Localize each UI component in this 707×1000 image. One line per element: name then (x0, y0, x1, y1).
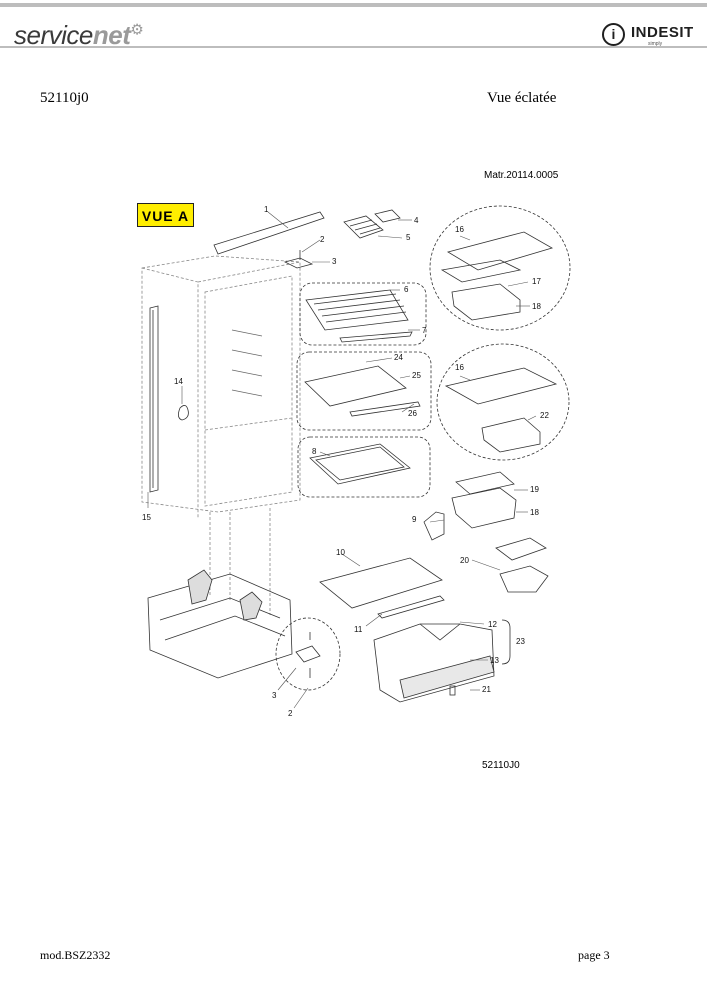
crisper-detail-circle-upper (429, 205, 571, 331)
callout-6: 6 (404, 285, 409, 294)
butter-dish-part (495, 537, 549, 593)
upper-hinge-part (283, 250, 314, 269)
wire-shelf-group (299, 282, 427, 346)
cabinet-shelf-rails (231, 329, 263, 397)
lower-hinge-circle (275, 617, 341, 691)
serial-reference: Matr.20114.0005 (484, 170, 559, 181)
glass-shelf-group-b (297, 436, 431, 498)
callout-4: 4 (414, 216, 419, 225)
callout-18b: 18 (530, 508, 539, 517)
cabinet-outline (141, 255, 301, 615)
callout-leaders (147, 211, 537, 709)
crisper-drawer-part (451, 471, 517, 529)
callout-10: 10 (336, 548, 345, 557)
callout-2b: 2 (288, 709, 293, 718)
callout-3: 3 (332, 257, 337, 266)
servicenet-logo-accent: net (92, 20, 131, 50)
callout-5: 5 (406, 233, 411, 242)
small-clip-21 (449, 685, 456, 696)
callout-24: 24 (394, 353, 403, 362)
indesit-logo-icon: i (602, 23, 625, 46)
header-rule-top (0, 3, 707, 7)
large-glass-shelf (319, 557, 445, 619)
callout-1: 1 (264, 205, 269, 214)
model-number: mod.BSZ2332 (40, 948, 111, 962)
callout-15: 15 (142, 513, 151, 522)
callout-7: 7 (422, 326, 427, 335)
header-rule-bottom (0, 46, 707, 48)
thermostat-knob (178, 405, 189, 421)
callout-23: 23 (516, 637, 525, 646)
callout-16b: 16 (455, 363, 464, 372)
callout-16a: 16 (455, 225, 464, 234)
callout-22: 22 (540, 411, 549, 420)
top-trim-part (213, 211, 325, 255)
vegetable-bin-part (373, 623, 495, 703)
indesit-logo-word: INDESIT (631, 24, 694, 41)
callout-18a: 18 (532, 302, 541, 311)
callout-13: 13 (490, 656, 499, 665)
small-clip-part (374, 209, 401, 223)
callout-25: 25 (412, 371, 421, 380)
servicenet-logo-main: service (14, 20, 93, 50)
drawing-reference: 52110J0 (482, 760, 520, 771)
view-label-badge: VUE A (137, 203, 194, 227)
callout-19: 19 (530, 485, 539, 494)
glass-shelf-group-a (296, 351, 432, 431)
bin-bracket-23 (501, 619, 511, 665)
callout-20: 20 (460, 556, 469, 565)
callout-numbers: 1 2 3 4 5 6 7 24 25 26 8 16 17 18 16 22 … (142, 205, 549, 718)
callout-3b: 3 (272, 691, 277, 700)
callout-11: 11 (354, 625, 363, 634)
shelf-flap-part (423, 511, 445, 541)
callout-12: 12 (488, 620, 497, 629)
callout-21: 21 (482, 685, 491, 694)
callout-26: 26 (408, 409, 417, 418)
callout-9: 9 (412, 515, 417, 524)
callout-2: 2 (320, 235, 325, 244)
egg-tray-part (343, 215, 384, 239)
page-number: page 3 (578, 948, 610, 962)
callout-17: 17 (532, 277, 541, 286)
servicenet-logo: servicenet⚙ (14, 20, 144, 51)
crisper-detail-circle-lower (436, 343, 570, 461)
callout-14: 14 (174, 377, 183, 386)
freezer-basket (147, 569, 293, 679)
callout-8: 8 (312, 447, 317, 456)
indesit-logo-tagline: simply (648, 41, 663, 47)
door-gasket (149, 305, 159, 493)
document-code: 52110j0 (40, 90, 89, 106)
document-title: Vue éclatée (487, 90, 557, 106)
gear-icon: ⚙ (130, 21, 144, 39)
